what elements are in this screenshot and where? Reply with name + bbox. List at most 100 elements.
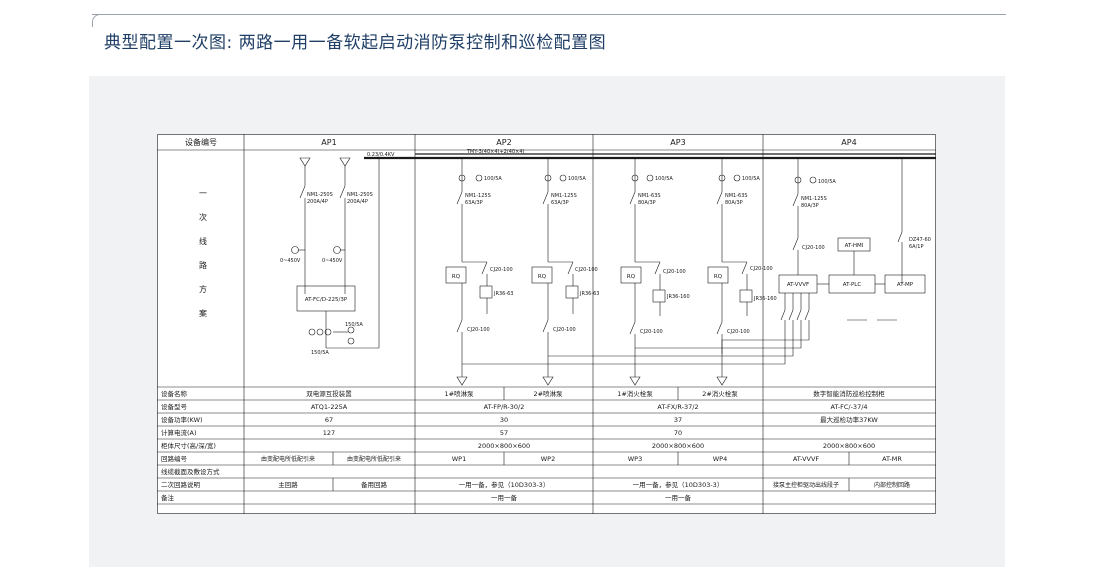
ats-box-label: AT-FC/D-225/3P — [305, 297, 348, 303]
aux-breaker-switch — [897, 231, 903, 243]
table-cell: 由变配电所低配引来 — [261, 455, 315, 463]
table-cell: 2000×800×600 — [478, 442, 530, 450]
ammeter-icon — [475, 174, 483, 182]
breaker-switch — [456, 191, 463, 205]
output-contact — [780, 309, 786, 321]
row-label: 计算电流(A) — [161, 428, 197, 437]
row-label: 二次回路说明 — [161, 480, 201, 489]
incoming-arrow — [339, 157, 351, 167]
voltmeter-icon — [333, 246, 341, 254]
main-contactor — [456, 319, 463, 333]
ammeter-icon — [308, 328, 316, 336]
breaker-switch — [542, 191, 549, 205]
ap1-voltmeter-range: 0~450V — [280, 258, 301, 264]
ap1-ct-label: 150/5A — [345, 322, 363, 328]
breaker-switch — [792, 193, 799, 207]
ap1-breaker-name: NM1-250S — [307, 192, 333, 198]
header-ap1: AP1 — [321, 138, 336, 147]
thermal-relay-label: JR36-63 — [493, 291, 513, 297]
table-cell: 127 — [323, 429, 335, 437]
table-cell: 2#喷淋泵 — [533, 389, 563, 398]
main-contactor-label: CJ20-100 — [727, 329, 750, 335]
soft-starter-label: RQ — [452, 274, 461, 280]
scheme-label-char: 线 — [199, 236, 207, 246]
outgoing-arrow — [716, 376, 728, 386]
table-cell: WP1 — [452, 455, 466, 463]
ammeter-icon — [324, 328, 332, 336]
ammeter-icon — [809, 176, 817, 184]
ap4-circuit: 100/5A NM1-125S 80A/3P CJ20-100 DZ47-60 … — [462, 158, 931, 386]
incoming-arrow — [299, 157, 311, 167]
soft-starter-label: RQ — [627, 274, 636, 280]
table-cell: WP3 — [628, 455, 642, 463]
voltmeter-icon — [291, 246, 299, 254]
header-ap4: AP4 — [841, 138, 856, 147]
table-cell: 37 — [674, 416, 682, 424]
ap1-breaker-rating: 200A/4P — [347, 199, 368, 205]
soft-starter-label: RQ — [714, 274, 723, 280]
main-contactor-label: CJ20-100 — [467, 327, 490, 333]
ap1-circuit: NM1-250S 200A/4P NM1-250S 200A/4P 0~450V… — [280, 157, 380, 356]
aux-breaker-rating: 6A/1P — [909, 244, 923, 250]
row-label: 设备型号 — [161, 402, 188, 411]
table-cell: 数字智能消防巡检控制柜 — [813, 389, 885, 398]
bypass-contactor-label: CJ20-100 — [750, 266, 773, 272]
hmi-label: AT-HMI — [845, 243, 864, 249]
thermal-relay — [565, 285, 579, 299]
schematic-drawing: 设备编号 AP1 AP2 AP3 AP4 一 次 线 路 方 案 0.23/0.… — [157, 134, 936, 514]
bypass-contactor — [741, 261, 748, 275]
main-contactor-label: CJ20-100 — [553, 327, 576, 333]
bypass-contactor-label: CJ20-100 — [575, 267, 598, 273]
pump-breaker-name: NM1-125S — [551, 193, 577, 199]
main-contactor — [716, 321, 723, 335]
ap1-voltmeter-range: 0~450V — [322, 258, 343, 264]
header-frame-line — [92, 14, 1006, 15]
pump-breaker-rating: 63A/3P — [551, 200, 569, 206]
table-cell: 70 — [674, 429, 682, 437]
schematic-sheet: 设备编号 AP1 AP2 AP3 AP4 一 次 线 路 方 案 0.23/0.… — [157, 134, 936, 514]
ap1-ct-label: 150/5A — [311, 350, 329, 356]
ap4-breaker-rating: 80A/3P — [801, 203, 819, 209]
outgoing-arrow — [542, 376, 554, 386]
scheme-label-char: 次 — [199, 212, 207, 222]
output-contact — [796, 309, 802, 321]
row-label: 线缆截面及敷设方式 — [161, 467, 220, 476]
table-cell: 1#消火栓泵 — [617, 389, 653, 398]
thermal-relay-label: JR36-160 — [753, 296, 777, 302]
table-outer-border — [157, 134, 936, 514]
table-cell: 最大巡检功率37KW — [820, 415, 878, 424]
pump-circuit-4: 100/5A NM1-63S 80A/3P RQ CJ20-100 JR36-1… — [707, 158, 777, 354]
table-cell: 一用一备，参见（10D303-3） — [633, 480, 724, 489]
ap1-bus-label: 0.23/0.4KV — [367, 152, 395, 158]
soft-starter-box — [445, 266, 467, 284]
table-cell: 67 — [325, 416, 333, 424]
thermal-relay-label: JR36-160 — [666, 294, 690, 300]
pump-breaker-name: NM1-63S — [638, 193, 661, 199]
output-contact — [788, 309, 794, 321]
scheme-label-char: 方 — [199, 284, 207, 294]
thermal-relay — [739, 289, 753, 303]
table-cell: 一用一备 — [491, 493, 518, 502]
row-label: 备注 — [161, 493, 175, 502]
bypass-contactor-label: CJ20-100 — [490, 267, 513, 273]
table-cell: 30 — [500, 416, 508, 424]
header-device-label: 设备编号 — [185, 137, 217, 147]
scheme-label-char: 路 — [199, 260, 207, 270]
ap1-breaker-name: NM1-250S — [347, 192, 373, 198]
table-cell: AT-FX/R-37/2 — [657, 403, 698, 411]
bypass-contactor — [654, 261, 661, 275]
row-label: 回路编号 — [161, 454, 188, 463]
bypass-contactor — [567, 261, 574, 275]
thermal-relay-label: JR36-63 — [579, 291, 599, 297]
table-cell: 2000×800×600 — [823, 442, 875, 450]
scheme-label-char: 案 — [199, 308, 207, 318]
row-label: 设备名称 — [161, 389, 188, 398]
pump-breaker-rating: 80A/3P — [725, 200, 743, 206]
pump-circuit-3: 100/5A NM1-63S 80A/3P RQ CJ20-100 JR36-1… — [620, 158, 690, 386]
bypass-contactor — [481, 261, 488, 275]
row-label: 柜体尺寸(高/深/宽) — [161, 441, 216, 450]
table-cell: WP2 — [541, 455, 555, 463]
pump-circuit-2: 100/5A NM1-125S 63A/3P RQ CJ20-100 JR36-… — [531, 158, 599, 386]
header-ap3: AP3 — [670, 138, 685, 147]
pump-ct-label: 100/5A — [568, 176, 586, 182]
